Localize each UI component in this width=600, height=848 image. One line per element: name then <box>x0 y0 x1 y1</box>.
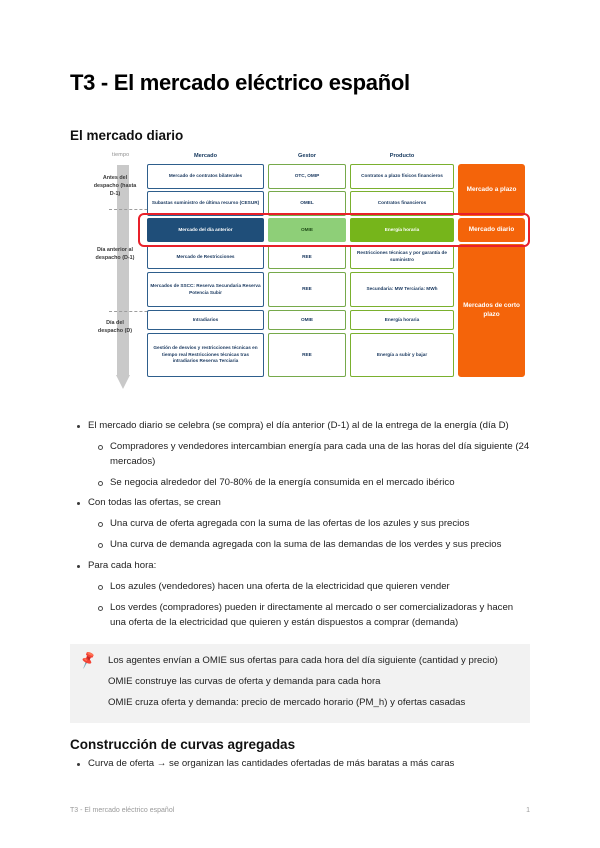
bullet-item: Para cada hora: <box>77 559 530 574</box>
section-heading-construccion: Construcción de curvas agregadas <box>70 737 296 753</box>
group-mercado-diario: Mercado diario <box>458 218 525 242</box>
time-axis: tiempo Antes del despacho (hasta D-1) Dí… <box>94 152 147 411</box>
cell-mercado-row-4: Mercado de Restricciones <box>147 245 264 269</box>
column-header-producto: Producto <box>389 153 415 159</box>
cell-gestor-row-4: REE <box>268 245 346 269</box>
page-title: T3 - El mercado eléctrico español <box>70 70 410 95</box>
sub-bullet-item: Compradores y vendedores intercambian en… <box>98 440 530 470</box>
time-axis-label: tiempo <box>112 152 130 158</box>
callout-line-3: OMIE cruza oferta y demanda: precio de m… <box>108 697 466 709</box>
cell-producto-row-2: Contratos financieros <box>350 191 454 216</box>
time-arrow-shaft <box>117 165 129 377</box>
sub-bullet-item: Los verdes (compradores) pueden ir direc… <box>98 601 530 631</box>
cell-gestor-row-2: OMEL <box>268 191 346 216</box>
diagram-grid: Mercado Gestor Producto Mercado de contr… <box>138 153 530 411</box>
document-page: T3 - El mercado eléctrico español El mer… <box>70 70 530 772</box>
sub-bullet-item: Una curva de demanda agregada con la sum… <box>98 538 530 553</box>
time-label-day-before: Día anterior al despacho (D-1) <box>95 247 135 261</box>
cell-gestor-row-7: REE <box>268 333 346 377</box>
bullet-sublist-3: Los azules (vendedores) hacen una oferta… <box>88 580 530 631</box>
time-label-dispatch-day: Día del despacho (D) <box>97 320 133 334</box>
cell-producto-row-6: Energía horaria <box>350 310 454 330</box>
callout-line-2: OMIE construye las curvas de oferta y de… <box>108 676 381 688</box>
electricity-market-timeline-diagram: tiempo Antes del despacho (hasta D-1) Dí… <box>94 152 530 411</box>
cell-producto-row-5: Secundaria: MW Terciaria: MWh <box>350 272 454 307</box>
cell-gestor-row-1: OTC, OMIP <box>268 164 346 189</box>
sub-bullet-item: Se negocia alrededor del 70-80% de la en… <box>98 476 530 491</box>
bullet-list-main: El mercado diario se celebra (se compra)… <box>70 419 530 630</box>
sub-bullet-item: Los azules (vendedores) hacen una oferta… <box>98 580 530 595</box>
cell-mercado-row-7: Gestión de desvíos y restricciones técni… <box>147 333 264 377</box>
time-label-before-dispatch: Antes del despacho (hasta D-1) <box>93 175 137 197</box>
cell-producto-row-1: Contratos a plazo físicos financieros <box>350 164 454 189</box>
cell-producto-row-7: Energía a subir y bajar <box>350 333 454 377</box>
bullet-sublist-1: Compradores y vendedores intercambian en… <box>88 440 530 491</box>
cell-gestor-row-6: OMIE <box>268 310 346 330</box>
cell-producto-row-4: Restricciones técnicas y por garantía de… <box>350 245 454 269</box>
bullet-item: El mercado diario se celebra (se compra)… <box>77 419 530 434</box>
column-header-gestor: Gestor <box>297 153 317 159</box>
page-footer: T3 - El mercado eléctrico español 1 <box>0 807 600 814</box>
callout-line-1: Los agentes envían a OMIE sus ofertas pa… <box>108 655 498 667</box>
bullet-item: Curva de oferta → se organizan las canti… <box>77 757 530 772</box>
cell-mercado-row-5: Mercados de SSCC: Reserva Secundaria Res… <box>147 272 264 307</box>
callout-box: 📌 Los agentes envían a OMIE sus ofertas … <box>70 644 530 724</box>
cell-mercado-row-3: Mercado del día anterior <box>147 218 264 242</box>
bullet-item: Con todas las ofertas, se crean <box>77 496 530 511</box>
cell-mercado-row-1: Mercado de contratos bilaterales <box>147 164 264 189</box>
cell-gestor-row-3: OMIE <box>268 218 346 242</box>
cell-producto-row-3: Energía horaria <box>350 218 454 242</box>
bullet-sublist-2: Una curva de oferta agregada con la suma… <box>88 517 530 553</box>
group-mercado-a-plazo: Mercado a plazo <box>458 164 525 216</box>
sub-bullet-item: Una curva de oferta agregada con la suma… <box>98 517 530 532</box>
footer-title: T3 - El mercado eléctrico español <box>70 807 175 814</box>
cell-mercado-row-6: Intradiarios <box>147 310 264 330</box>
cell-gestor-row-5: REE <box>268 272 346 307</box>
pushpin-icon: 📌 <box>77 650 99 670</box>
time-arrow-head-icon <box>116 375 130 389</box>
section-heading-mercado-diario: El mercado diario <box>70 128 184 143</box>
footer-page-number: 1 <box>526 807 530 814</box>
group-mercados-corto-plazo: Mercados de corto plazo <box>458 244 525 377</box>
column-header-mercado: Mercado <box>193 153 217 159</box>
bullet-list-construccion: Curva de oferta → se organizan las canti… <box>70 757 530 772</box>
cell-mercado-row-2: Subastas suministro de última recurso (C… <box>147 191 264 216</box>
